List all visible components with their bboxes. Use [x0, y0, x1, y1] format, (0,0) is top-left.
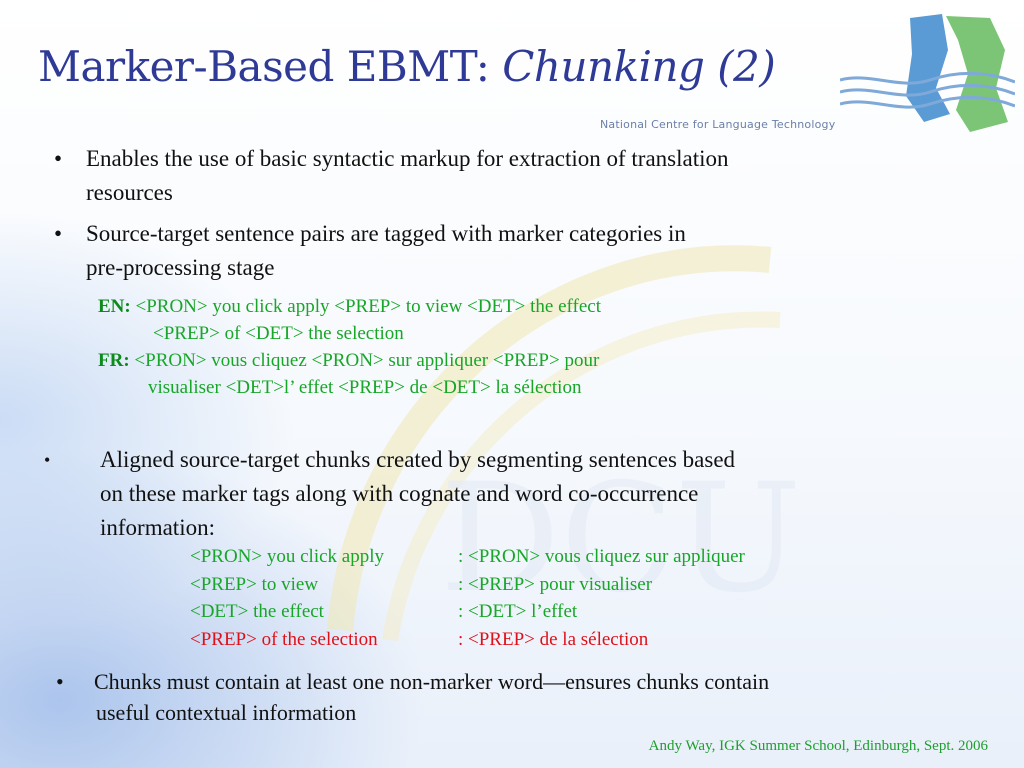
- example-block: EN: <PRON> you click apply <PREP> to vie…: [98, 293, 601, 401]
- chunk-source: <PRON> you click apply: [190, 546, 384, 567]
- en-label: EN:: [98, 296, 131, 317]
- bullet-item: • Chunks must contain at least one non-m…: [56, 666, 770, 728]
- en-line-1: EN: <PRON> you click apply <PREP> to vie…: [98, 296, 602, 317]
- nclt-logo-icon: [840, 14, 1015, 132]
- chunk-target: : <PRON> vous cliquez sur appliquer: [458, 546, 745, 567]
- bullet-line: pre-processing stage: [86, 255, 275, 280]
- bullet-line: information:: [100, 515, 215, 540]
- bullet-item: • Aligned source-target chunks created b…: [44, 443, 736, 545]
- bullet-item: • Source-target sentence pairs are tagge…: [54, 217, 686, 285]
- bullet-dot: •: [44, 450, 51, 470]
- fr-line-2: visualiser <DET>l’ effet <PREP> de <DET>…: [148, 377, 582, 398]
- bullet-line: Aligned source-target chunks created by …: [100, 447, 736, 472]
- bullet-dot: •: [56, 669, 64, 694]
- slide-title: Marker-Based EBMT: Chunking (2): [38, 42, 776, 91]
- bullet-line: Source-target sentence pairs are tagged …: [86, 221, 686, 246]
- chunk-target: : <PREP> de la sélection: [458, 628, 649, 650]
- bullet-line: resources: [86, 180, 173, 205]
- en-line-2: <PREP> of <DET> the selection: [153, 323, 404, 344]
- bullet-line: useful contextual information: [96, 700, 357, 725]
- chunk-source: <PREP> to view: [190, 573, 319, 595]
- chunk-source: <PREP> of the selection: [190, 628, 378, 650]
- chunk-target: : <PREP> pour visualiser: [458, 573, 653, 595]
- fr-label: FR:: [98, 350, 130, 371]
- chunk-target: : <DET> l’effet: [458, 601, 578, 622]
- title-main: Marker-Based EBMT:: [38, 42, 503, 91]
- bullet-item: • Enables the use of basic syntactic mar…: [54, 142, 729, 210]
- title-italic: Chunking (2): [502, 42, 776, 91]
- bullet-dot: •: [54, 221, 63, 246]
- footer-credit: Andy Way, IGK Summer School, Edinburgh, …: [648, 738, 988, 754]
- chunk-source: <DET> the effect: [190, 601, 324, 622]
- dcu-watermark-icon: DCU: [327, 245, 800, 642]
- bullet-dot: •: [54, 146, 63, 171]
- bullet-line: on these marker tags along with cognate …: [100, 481, 699, 506]
- org-name: National Centre for Language Technology: [600, 118, 836, 131]
- svg-text:DCU: DCU: [440, 452, 800, 626]
- bullet-line: Enables the use of basic syntactic marku…: [86, 146, 729, 171]
- bullet-line: Chunks must contain at least one non-mar…: [94, 669, 770, 694]
- fr-line-1: FR: <PRON> vous cliquez <PRON> sur appli…: [98, 350, 600, 371]
